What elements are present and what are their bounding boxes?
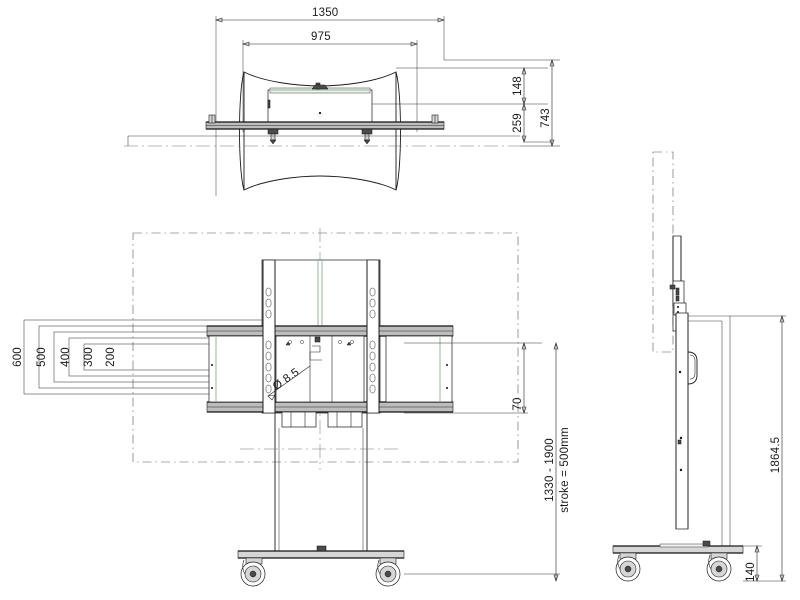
display-envelope-dashed [132,232,519,463]
dim-1864-5: 1864.5 [730,315,786,582]
bracket-body-top [267,82,373,127]
rail-clamp-right [361,128,373,145]
vesa-label-500: 500 [36,347,48,367]
lift-feet [281,411,363,428]
vesa-label-300: 300 [83,347,95,367]
dim-height-range: 1330 - 1900 stroke = 500mm [404,342,571,582]
dim-label-140: 140 [745,562,757,582]
columns-front [240,262,400,551]
caster-side-right [706,552,732,582]
rail-clamp-left [267,128,279,145]
dim-label-stroke: stroke = 500mm [559,427,571,513]
caster-front-right [375,557,401,587]
base-and-casters-front [237,545,405,587]
dim-975: 975 [242,31,418,132]
dim-259: 259 [512,103,527,143]
lift-mechanism-box [275,335,365,403]
top-view-extension-lines [372,59,560,147]
mounting-rail-top [205,114,445,145]
dim-label-743: 743 [540,108,552,128]
top-view-group: 1350 975 [124,7,560,196]
caster-side-left [615,552,641,582]
vesa-label-400: 400 [60,347,72,367]
carriage-side [669,280,698,530]
dim-label-1330-1900: 1330 - 1900 [544,438,556,502]
top-view-reference-lines [124,135,520,147]
vesa-rail-right [366,259,380,414]
wing-panels [208,335,453,403]
vesa-rail-left [262,259,276,414]
display-outline-top [239,71,401,191]
dim-label-1864-5: 1864.5 [770,437,782,473]
caster-front-left [240,557,266,587]
front-view-group: 600 500 400 300 200 [12,228,571,587]
dim-label-148: 148 [512,76,524,96]
dim-148: 148 [512,67,527,105]
side-view-group: 1864.5 140 [612,151,786,582]
rail-slot-group-left [265,287,272,394]
vesa-label-600: 600 [12,347,24,367]
rail-slot-group-right [369,287,376,394]
vesa-label-200: 200 [105,347,117,367]
dim-label-1350: 1350 [312,7,338,19]
dim-label-259: 259 [512,113,524,133]
dim-1350: 1350 [215,7,445,196]
dim-label-975: 975 [311,31,331,43]
dim-70: 70 [404,342,542,414]
dim-label-70: 70 [512,397,524,410]
handle-side [687,351,698,385]
back-box-side [688,315,731,546]
dim-743: 743 [524,59,555,147]
base-and-casters-side [612,540,744,582]
dim-140: 140 [731,545,762,582]
